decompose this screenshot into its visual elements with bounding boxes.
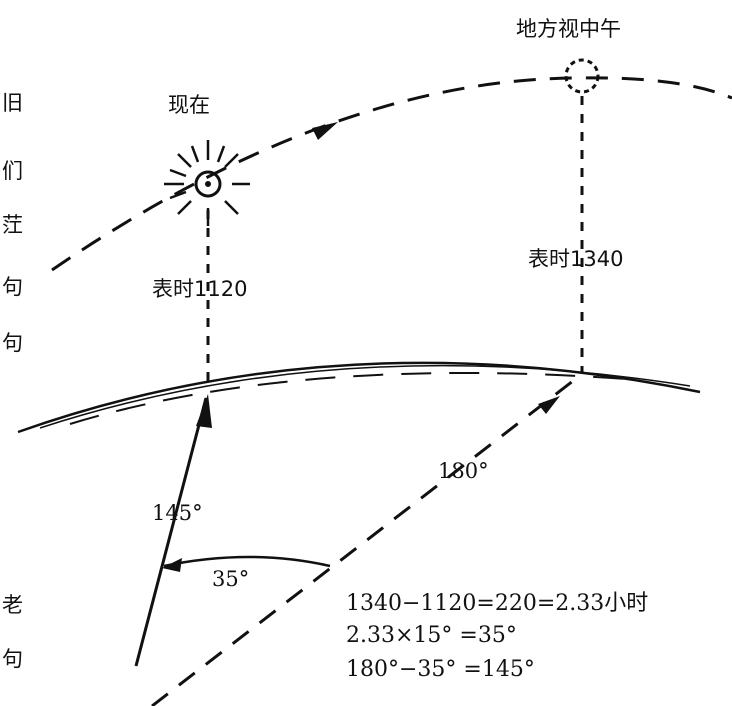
- margin-char-3: 茳: [2, 213, 23, 237]
- formula-line-2: 2.33×15° =35°: [346, 623, 517, 648]
- margin-char-5: 句: [2, 331, 23, 355]
- margin-text: 旧 们 茳 句 句 老 句: [2, 91, 23, 671]
- margin-char-6: 老: [2, 593, 23, 617]
- formula-line-3: 180°−35° =145°: [346, 657, 535, 682]
- label-angle-35: 35°: [212, 567, 249, 591]
- margin-char-7: 句: [2, 647, 23, 671]
- formula-line-1: 1340−1120=220=2.33小时: [346, 591, 648, 616]
- noon-sun-icon: [566, 60, 598, 92]
- margin-char-2: 们: [2, 159, 23, 183]
- bearing-line-arrow-icon: [196, 394, 212, 428]
- angle-arc-35: [164, 557, 330, 566]
- margin-char-1: 旧: [2, 91, 23, 115]
- label-angle-145: 145°: [152, 501, 203, 525]
- label-watch-time-now: 表时1120: [152, 277, 247, 301]
- south-line-arrow-icon: [538, 396, 560, 414]
- label-watch-time-noon: 表时1340: [528, 247, 623, 271]
- label-angle-180: 180°: [438, 459, 489, 483]
- label-local-noon: 地方视中午: [516, 17, 621, 41]
- calculation-block: 1340−1120=220=2.33小时 2.33×15° =35° 180°−…: [346, 591, 648, 682]
- margin-char-4: 句: [2, 275, 23, 299]
- bearing-line-145: [136, 398, 206, 666]
- sun-path-arc: [52, 78, 732, 270]
- horizon-line: [18, 363, 700, 432]
- label-now: 现在: [168, 93, 210, 117]
